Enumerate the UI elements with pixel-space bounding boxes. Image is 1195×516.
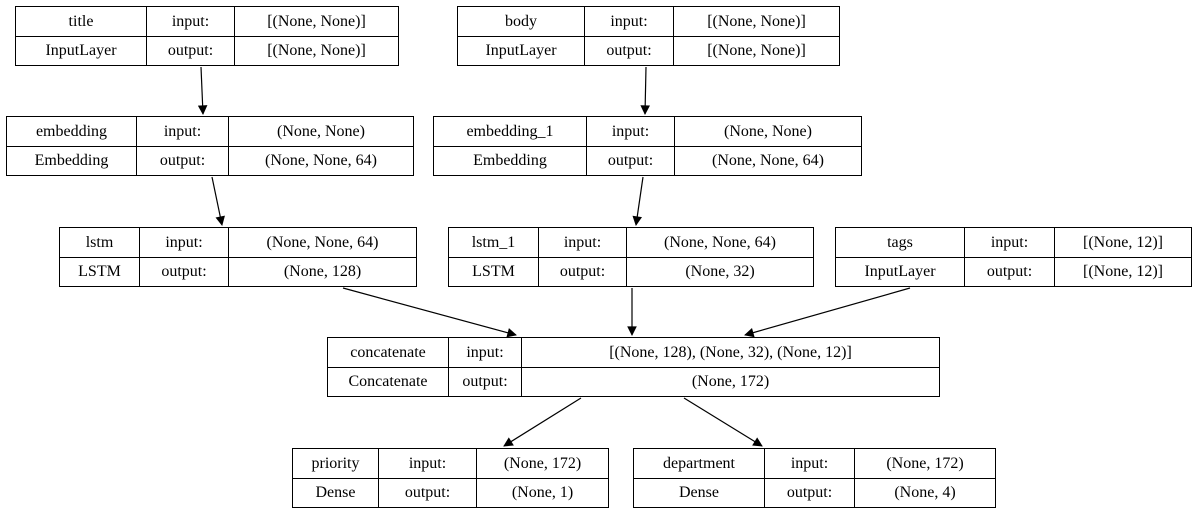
output-shape: (None, None, 64) xyxy=(674,146,861,175)
input-label: input: xyxy=(139,228,228,257)
layer-name: embedding_1 xyxy=(466,122,554,140)
output-shape: (None, 32) xyxy=(626,257,813,286)
output-label: output: xyxy=(378,478,476,507)
layer-name: body xyxy=(505,12,537,30)
output-shape: (None, 128) xyxy=(228,257,416,286)
layer-name: tags xyxy=(887,233,913,251)
output-shape: [(None, 12)] xyxy=(1054,257,1191,286)
output-shape: [(None, None)] xyxy=(673,36,839,65)
layer-name: department xyxy=(663,454,735,472)
input-label: input: xyxy=(964,228,1054,257)
input-shape: (None, None, 64) xyxy=(626,228,813,257)
output-label: output: xyxy=(146,36,234,65)
input-label: input: xyxy=(538,228,626,257)
output-label: output: xyxy=(584,36,673,65)
output-label: output: xyxy=(139,257,228,286)
layer-type: LSTM xyxy=(60,257,139,286)
input-label: input: xyxy=(764,449,854,478)
output-label: output: xyxy=(586,146,674,175)
input-label: input: xyxy=(136,117,228,146)
edge-embedding-to-lstm xyxy=(211,176,225,226)
layer-type: Dense xyxy=(634,478,764,507)
edge-concatenate-to-priority xyxy=(503,397,582,447)
layer-type: InputLayer xyxy=(836,257,964,286)
output-label: output: xyxy=(964,257,1054,286)
layer-name: priority xyxy=(311,454,360,472)
input-label: input: xyxy=(586,117,674,146)
output-label: output: xyxy=(448,367,521,396)
layer-name: lstm xyxy=(85,233,114,251)
layer-name: lstm_1 xyxy=(471,233,516,251)
input-label: input: xyxy=(146,7,234,36)
edge-concatenate-to-department xyxy=(683,397,763,447)
edge-tags-to-concatenate xyxy=(744,287,911,338)
input-shape: (None, None) xyxy=(228,117,413,146)
input-label: input: xyxy=(378,449,476,478)
output-label: output: xyxy=(136,146,228,175)
output-shape: (None, 172) xyxy=(521,367,939,396)
input-shape: [(None, None)] xyxy=(234,7,398,36)
input-shape: (None, None) xyxy=(674,117,861,146)
layer-name: embedding xyxy=(35,122,108,140)
input-shape: (None, 172) xyxy=(476,449,608,478)
edge-body-to-embedding_1 xyxy=(640,66,650,115)
input-shape: (None, 172) xyxy=(854,449,995,478)
layer-type: InputLayer xyxy=(458,36,584,65)
layer-node-concatenate: concatenate input:[(None, 128), (None, 32… xyxy=(327,337,940,397)
output-shape: [(None, None)] xyxy=(234,36,398,65)
output-shape: (None, None, 64) xyxy=(228,146,413,175)
layer-type: Embedding xyxy=(434,146,586,175)
layer-type: Dense xyxy=(293,478,378,507)
layer-type: Concatenate xyxy=(328,367,448,396)
input-label: input: xyxy=(584,7,673,36)
layer-name: concatenate xyxy=(350,343,426,361)
input-label: input: xyxy=(448,338,521,367)
layer-type: Embedding xyxy=(7,146,136,175)
output-shape: (None, 1) xyxy=(476,478,608,507)
input-shape: [(None, None)] xyxy=(673,7,839,36)
output-label: output: xyxy=(764,478,854,507)
input-shape: (None, None, 64) xyxy=(228,228,416,257)
layer-type: InputLayer xyxy=(16,36,146,65)
edge-embedding_1-to-lstm_1 xyxy=(632,176,644,226)
edges xyxy=(197,66,911,447)
input-shape: [(None, 12)] xyxy=(1054,228,1191,257)
output-shape: (None, 4) xyxy=(854,478,995,507)
layer-type: LSTM xyxy=(449,257,538,286)
output-label: output: xyxy=(538,257,626,286)
layer-name: title xyxy=(68,12,94,30)
input-shape: [(None, 128), (None, 32), (None, 12)] xyxy=(521,338,939,367)
edge-lstm-to-concatenate xyxy=(342,287,517,338)
edge-title-to-embedding xyxy=(197,66,208,115)
